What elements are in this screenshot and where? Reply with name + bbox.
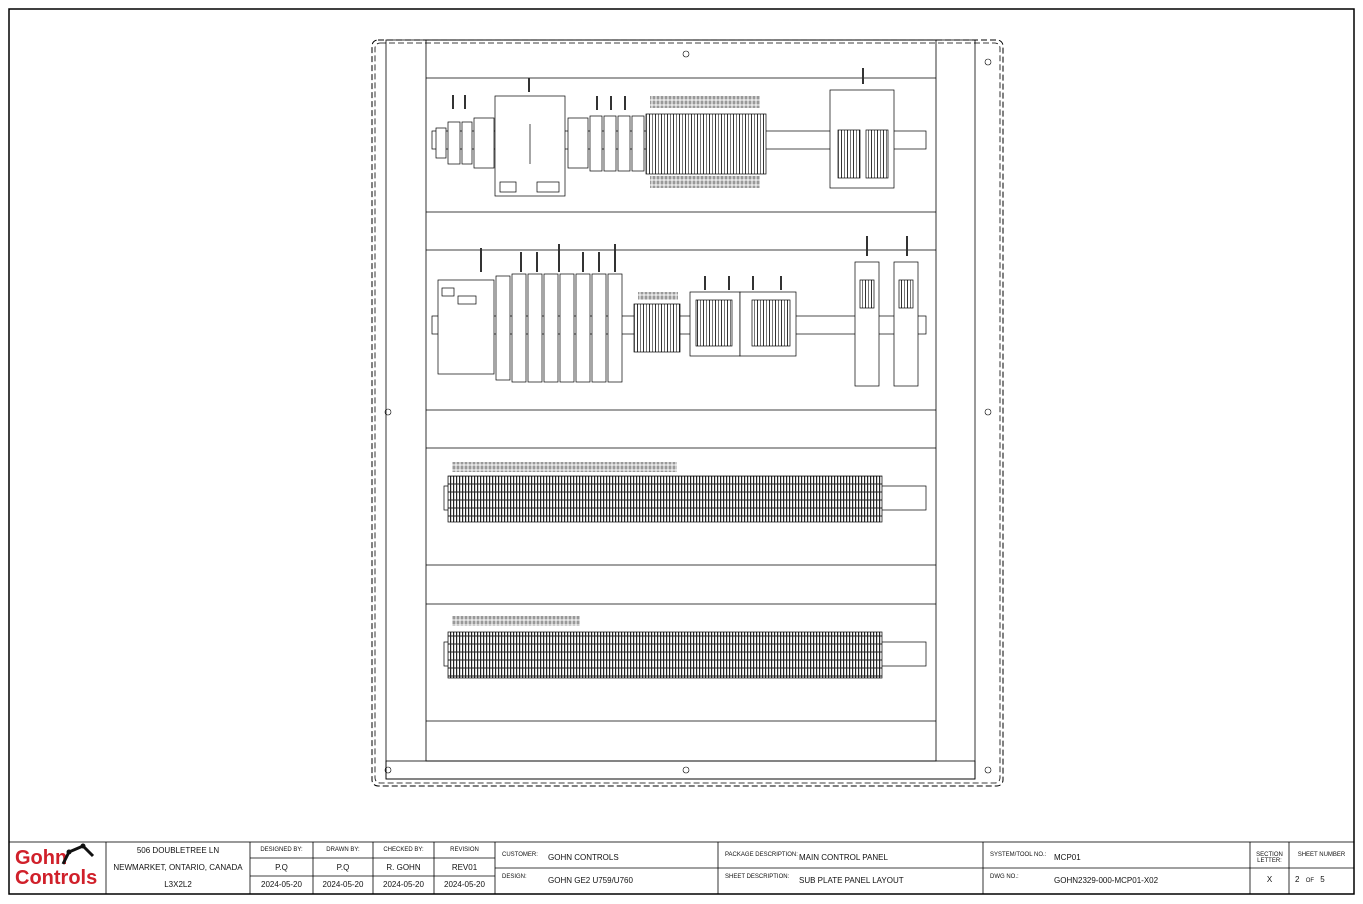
section-label-b: LETTER:: [1257, 858, 1282, 864]
system-value: MCP01: [1054, 853, 1081, 862]
design-label: DESIGN:: [502, 874, 527, 880]
logo-line-2: Controls: [15, 867, 98, 889]
address-line-2: NEWMARKET, ONTARIO, CANADA: [113, 863, 243, 872]
design-value: GOHN GE2 U759/U760: [548, 876, 633, 885]
logo-line-1: Gohn: [15, 847, 68, 869]
checked-by-label: CHECKED BY:: [383, 847, 424, 853]
address-line-3: L3X2L2: [164, 880, 192, 889]
robot-arm-icon: [61, 843, 95, 865]
title-block: Gohn Controls 506 DOUBLETREE LN NEWMARKE…: [9, 842, 1354, 894]
dwg-value: GOHN2329-000-MCP01-X02: [1054, 876, 1159, 885]
revision-label: REVISION: [450, 847, 479, 853]
designed-by-label: DESIGNED BY:: [260, 847, 303, 853]
drawn-by-name: P.Q: [336, 863, 350, 872]
customer-value: GOHN CONTROLS: [548, 853, 619, 862]
revision-date: 2024-05-20: [444, 880, 485, 889]
rail-row-2-tags: [480, 236, 908, 300]
sheet-of: OF: [1305, 878, 1315, 884]
sheet-desc-value: SUB PLATE PANEL LAYOUT: [799, 876, 904, 885]
designed-by-date: 2024-05-20: [261, 880, 302, 889]
section-value: X: [1266, 875, 1273, 884]
system-label: SYSTEM/TOOL NO.:: [990, 852, 1047, 858]
section-label-a: SECTION: [1256, 852, 1283, 858]
checked-by-name: R. GOHN: [386, 863, 421, 872]
package-label: PACKAGE DESCRIPTION:: [725, 852, 798, 858]
designed-by-name: P.Q: [275, 863, 288, 872]
enclosure-outline: [371, 39, 1004, 787]
dwg-label: DWG NO.:: [990, 874, 1019, 880]
sheet-number-label: SHEET NUMBER: [1297, 852, 1346, 858]
package-value: MAIN CONTROL PANEL: [799, 853, 888, 862]
checked-by-date: 2024-05-20: [383, 880, 424, 889]
title-block-grid: [8, 841, 1355, 895]
drawn-by-label: DRAWN BY:: [326, 847, 360, 853]
terminal-strip-row-4: [443, 616, 927, 679]
sheet-total: 5: [1320, 875, 1325, 884]
customer-label: CUSTOMER:: [502, 852, 538, 858]
revision-value: REV01: [451, 863, 478, 872]
drawn-by-date: 2024-05-20: [322, 880, 364, 889]
rail-row-2: [431, 261, 927, 387]
sheet-current: 2: [1295, 875, 1300, 884]
address-line-1: 506 DOUBLETREE LN: [136, 846, 220, 855]
sheet-number-value: 2 OF 5: [1295, 875, 1325, 886]
wire-ducts: [426, 77, 936, 722]
company-logo: Gohn Controls: [13, 843, 109, 890]
rail-row-1-tags: [452, 68, 864, 188]
terminal-strip-row-3: [443, 462, 927, 523]
sheet-desc-label: SHEET DESCRIPTION:: [725, 874, 790, 880]
rail-row-1: [431, 89, 927, 197]
